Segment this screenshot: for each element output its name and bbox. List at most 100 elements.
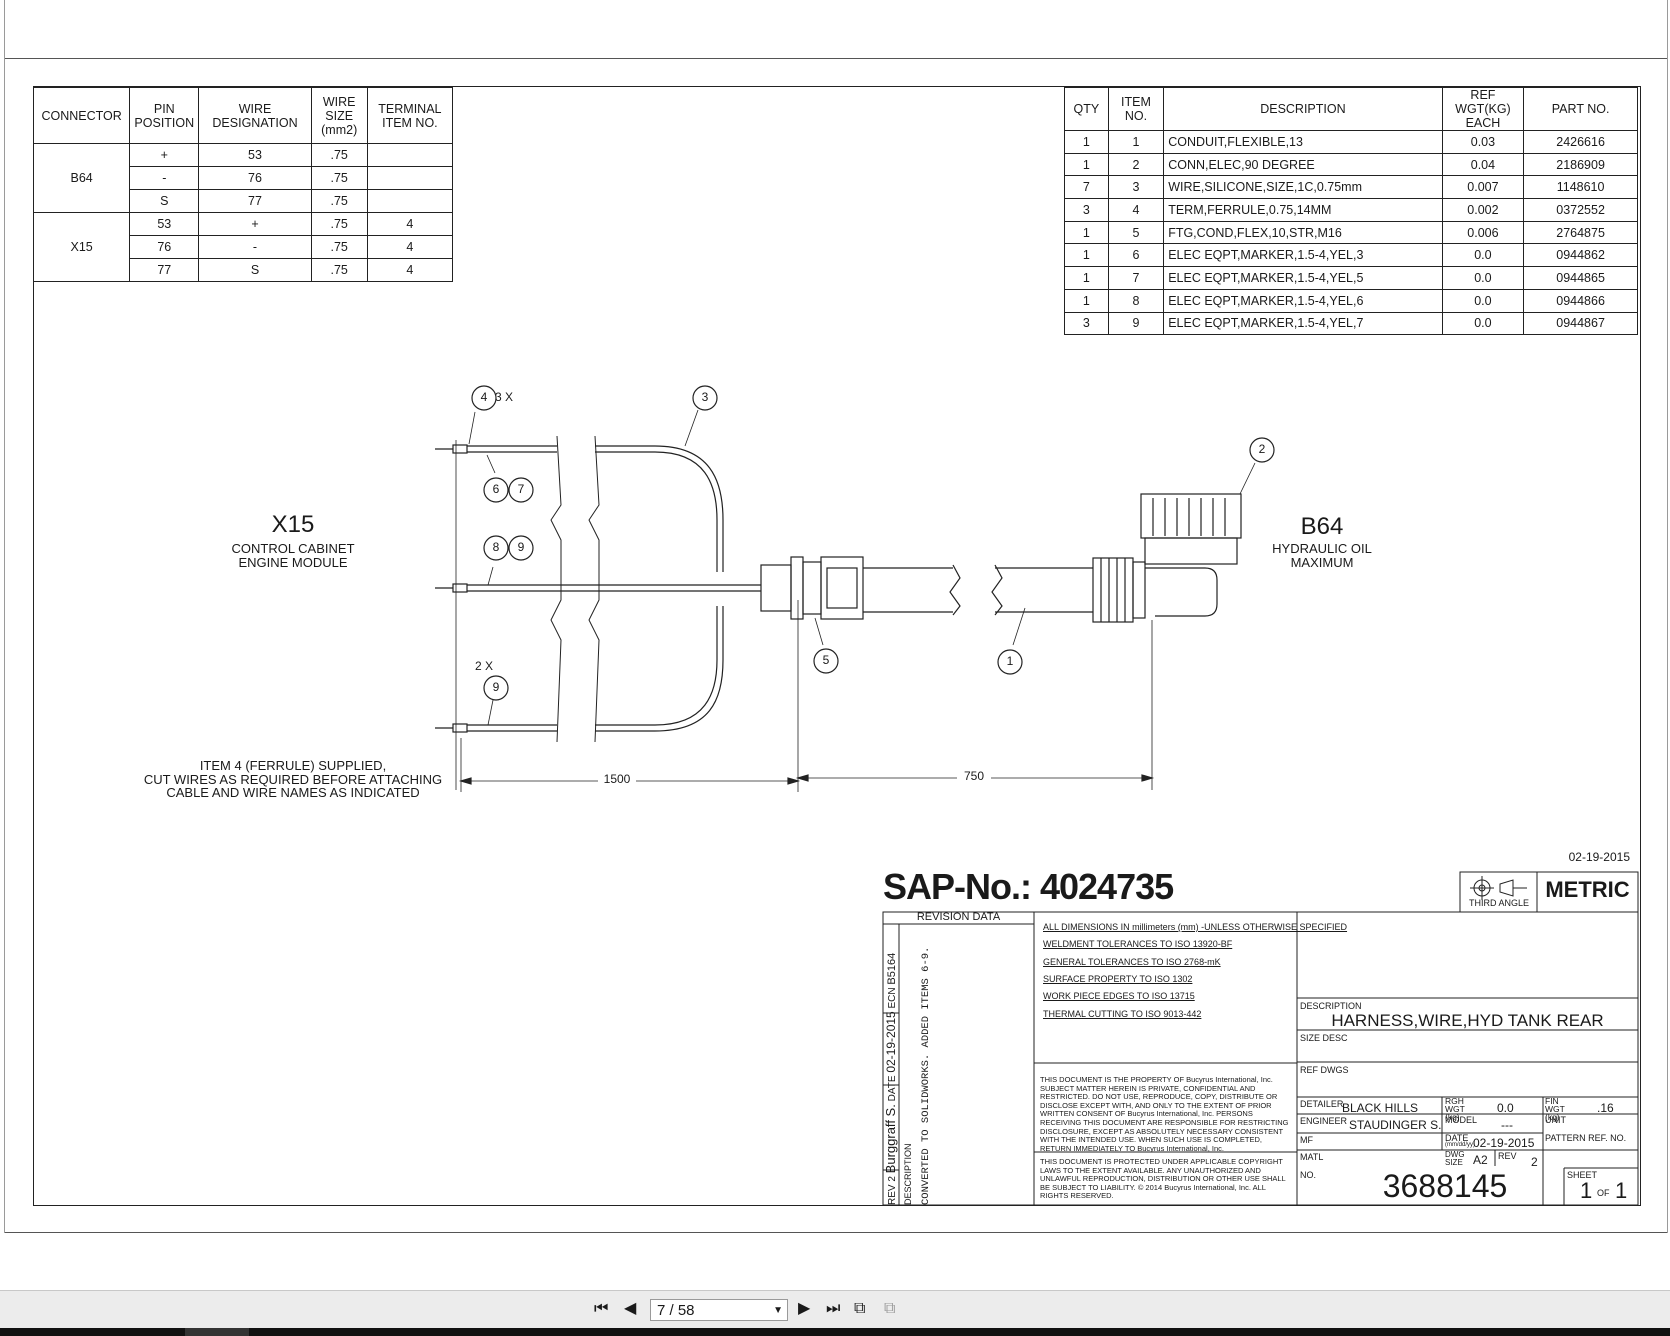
date-format: (mm/dd/yy) [1445, 1142, 1475, 1148]
wire-middle [435, 583, 761, 593]
dimension-arrow [458, 777, 472, 785]
part-cell: 0944862 [1523, 243, 1638, 268]
ferrule-note: ITEM 4 (FERRULE) SUPPLIED, CUT WIRES AS … [143, 758, 443, 801]
header-qty: QTY [1064, 87, 1109, 131]
header-description: DESCRIPTION [1163, 87, 1443, 131]
sap-number: SAP-No.: 4024735 [883, 866, 1174, 907]
rev-value: 2 [1531, 1155, 1538, 1169]
balloon-9 [508, 535, 534, 561]
drawing-number: 3688145 [1382, 1168, 1508, 1204]
balloon-label: 1 [1006, 654, 1014, 668]
balloon-3 [692, 385, 718, 411]
pin-cell: 76 [129, 235, 200, 259]
balloon-1 [997, 649, 1023, 675]
dwg-size-label: DWG SIZE [1445, 1150, 1465, 1167]
rev-label: REV [887, 1184, 898, 1205]
connector-table: CONNECTOR PIN POSITION WIRE DESIGNATION … [32, 87, 454, 282]
sheet-total: 1 [1615, 1178, 1628, 1203]
rev-label: REV [1498, 1151, 1517, 1161]
qty-cell: 1 [1064, 243, 1109, 268]
wire-cell: + [198, 212, 312, 236]
model-label: MODEL [1445, 1115, 1478, 1125]
revision-description: CONVERTED TO SOLIDWORKS. ADDED ITEMS 6-9… [920, 946, 932, 1205]
b64-title: B64 [1300, 513, 1344, 540]
page-thumbnail-icon[interactable]: ⧉ [884, 1300, 896, 1317]
date-value: 02-19-2015 [1473, 1136, 1535, 1150]
revision-description-label: DESCRIPTION [903, 1143, 913, 1205]
last-page-icon[interactable]: ⏭ [826, 1300, 841, 1317]
rev-date-label: DATE [887, 1075, 898, 1102]
weight-cell: 0.03 [1441, 130, 1525, 154]
terminal-cell: 4 [366, 258, 454, 282]
balloon-7 [508, 477, 534, 503]
spec-line: WORK PIECE EDGES TO ISO 13715 [1043, 991, 1195, 1001]
engineer-label: ENGINEER [1300, 1116, 1348, 1126]
finish-weight-value: .16 [1597, 1101, 1614, 1115]
bom-row: 7 3 WIRE,SILICONE,SIZE,1C,0.75mm 0.007 1… [1064, 175, 1638, 200]
drawing-frame [33, 86, 1641, 1206]
first-page-icon[interactable]: ⏮ [594, 1300, 609, 1317]
header-part-no: PART NO. [1523, 87, 1638, 131]
size-cell: .75 [310, 166, 368, 190]
ecn-label: ECN [887, 987, 898, 1009]
dimension-arrow [795, 774, 809, 782]
weight-cell: 0.002 [1441, 198, 1525, 222]
desc-cell: WIRE,SILICONE,SIZE,1C,0.75mm [1163, 175, 1443, 200]
balloon-6 [483, 477, 509, 503]
balloon-2 [1249, 437, 1275, 463]
dimension-750: 750 [963, 769, 985, 783]
sheet-label: SHEET [1567, 1170, 1598, 1180]
previous-page-icon[interactable]: ◀ [624, 1300, 637, 1317]
balloon-5 [813, 648, 839, 674]
harness-drawing [435, 385, 1639, 1206]
bom-row: 1 6 ELEC EQPT,MARKER,1.5-4,YEL,3 0.0 094… [1064, 243, 1638, 268]
leader-line [814, 617, 824, 646]
description-value: HARNESS,WIRE,HYD TANK REAR [1331, 1011, 1604, 1030]
revision-column: REV 2 Burggraff S. DATE 02-19-2015 ECN B… [883, 924, 899, 1205]
leader-line [1012, 607, 1026, 646]
spec-line: THERMAL CUTTING TO ISO 9013-442 [1043, 1009, 1202, 1019]
balloon-label: 3 [701, 390, 709, 404]
property-notice: THIS DOCUMENT IS THE PROPERTY OF Bucyrus… [1040, 1075, 1289, 1153]
page-indicator: 7 / 58 [657, 1302, 695, 1319]
date-label: DATE [1445, 1133, 1469, 1143]
spec-line: ALL DIMENSIONS IN millimeters (mm) -UNLE… [1043, 922, 1348, 932]
break-line [550, 435, 562, 743]
sheet-value: 1 [1580, 1178, 1593, 1203]
revision-date-top: 02-19-2015 [1568, 850, 1630, 864]
wire-bottom [435, 606, 724, 733]
balloon-4-qty: 3 X [495, 390, 514, 404]
no-label: NO. [1300, 1170, 1317, 1180]
next-page-icon[interactable]: ▶ [798, 1300, 811, 1317]
x15-title: X15 [271, 511, 315, 538]
page-number-select[interactable]: 7 / 58 ▼ [650, 1299, 788, 1321]
conduit [863, 564, 1093, 616]
part-cell: 0944867 [1523, 311, 1638, 336]
model-value: --- [1501, 1118, 1513, 1132]
header-ref-weight: REF WGT(KG) EACH [1441, 87, 1525, 131]
pdf-viewer-toolbar: ⏮ ◀ 7 / 58 ▼ ▶ ⏭ ⧉ ⧉ [0, 1290, 1670, 1329]
drawing-page: CONNECTOR PIN POSITION WIRE DESIGNATION … [4, 0, 1668, 1233]
pin-cell: S [129, 189, 200, 213]
header-pin-position: PIN POSITION [129, 87, 200, 144]
desc-cell: TERM,FERRULE,0.75,14MM [1163, 198, 1443, 222]
page-layout-icon[interactable]: ⧉ [854, 1300, 866, 1317]
pin-cell: 53 [129, 212, 200, 236]
copyright-notice: THIS DOCUMENT IS PROTECTED UNDER APPLICA… [1040, 1157, 1286, 1201]
part-cell: 2764875 [1523, 220, 1638, 245]
weight-cell: 0.007 [1441, 175, 1525, 200]
leader-line [1239, 462, 1256, 495]
page-bottom-rule [5, 1232, 1667, 1233]
balloon-label: 5 [822, 653, 830, 667]
balloon-label: 8 [492, 540, 500, 554]
x15-subtitle: CONTROL CABINET ENGINE MODULE [231, 541, 355, 570]
description-label: DESCRIPTION [1300, 1001, 1362, 1011]
bom-row: 3 9 ELEC EQPT,MARKER,1.5-4,YEL,7 0.0 094… [1064, 311, 1638, 336]
engineer-value: STAUDINGER S. [1349, 1118, 1442, 1132]
rev-value: 2 [887, 1176, 898, 1182]
connector-cell: X15 [32, 212, 131, 282]
weight-cell: 0.0 [1441, 311, 1525, 336]
bom-row: 3 4 TERM,FERRULE,0.75,14MM 0.002 0372552 [1064, 198, 1638, 222]
break-line [588, 435, 600, 743]
balloon-8 [483, 535, 509, 561]
